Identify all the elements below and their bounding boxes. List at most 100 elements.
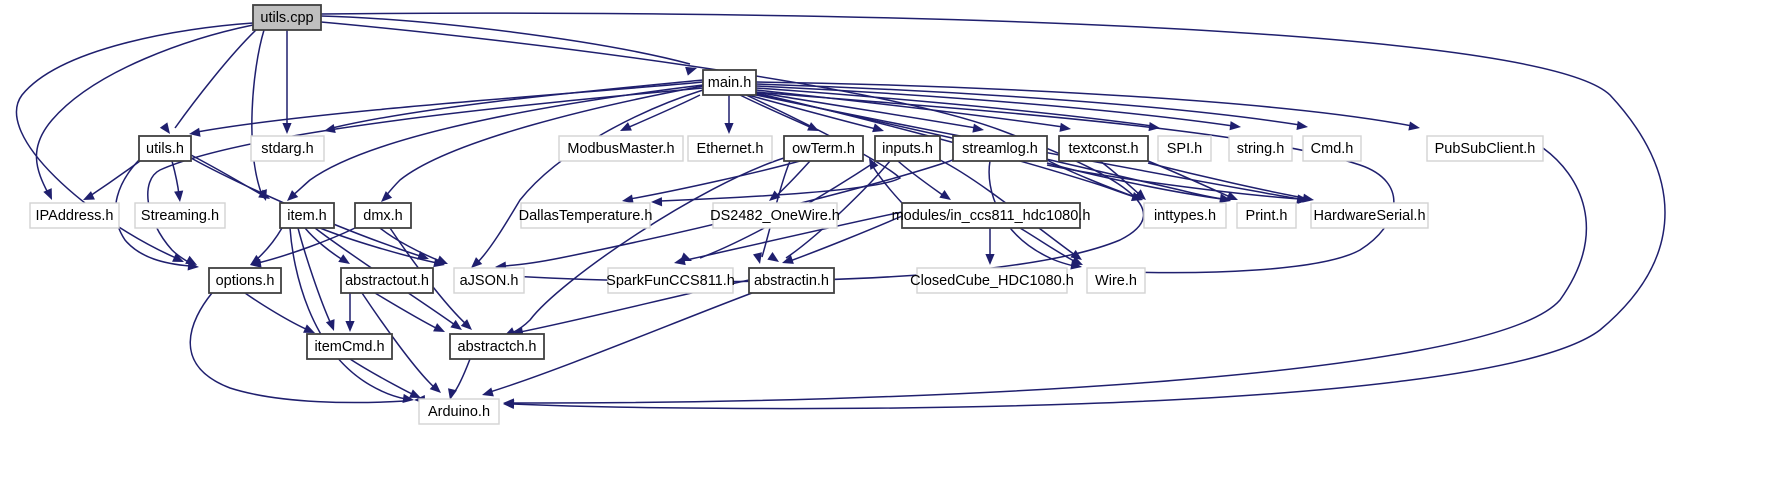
- arrow-head-icon: [471, 257, 483, 268]
- node-box[interactable]: [1426, 135, 1544, 162]
- node-ds2482_h[interactable]: DS2482_OneWire.h: [710, 202, 840, 229]
- node-stdarg_h[interactable]: stdarg.h: [250, 135, 325, 162]
- node-box[interactable]: [340, 267, 434, 294]
- node-in_ccs811_h[interactable]: modules/in_ccs811_hdc1080.h: [892, 202, 1091, 229]
- node-box[interactable]: [279, 202, 335, 229]
- node-box[interactable]: [712, 202, 838, 229]
- node-box[interactable]: [1236, 202, 1297, 229]
- node-abstractch_h[interactable]: abstractch.h: [449, 333, 545, 360]
- edge-line: [320, 12, 1666, 410]
- node-modbusmaster_h[interactable]: ModbusMaster.h: [558, 135, 684, 162]
- node-abstractout_h[interactable]: abstractout.h: [340, 267, 434, 294]
- node-box[interactable]: [1058, 135, 1149, 162]
- node-utils_h[interactable]: utils.h: [138, 135, 192, 162]
- node-inputs_h[interactable]: inputs.h: [874, 135, 941, 162]
- edge-line: [1147, 162, 1306, 199]
- node-box[interactable]: [1310, 202, 1429, 229]
- edge-main_h-to-modbusmaster_h: [620, 94, 701, 131]
- node-box[interactable]: [520, 202, 651, 229]
- node-box[interactable]: [208, 267, 282, 294]
- node-box[interactable]: [687, 135, 773, 162]
- node-closedcube_h[interactable]: ClosedCube_HDC1080.h: [910, 267, 1074, 294]
- arrow-head-icon: [1070, 249, 1082, 260]
- node-ethernet_h[interactable]: Ethernet.h: [687, 135, 773, 162]
- node-box[interactable]: [901, 202, 1081, 229]
- node-box[interactable]: [1143, 202, 1227, 229]
- node-sparkfun_h[interactable]: SparkFunCCS811.h: [606, 267, 735, 294]
- node-wire_h[interactable]: Wire.h: [1086, 267, 1146, 294]
- node-inttypes_h[interactable]: inttypes.h: [1143, 202, 1227, 229]
- arrow-head-icon: [1070, 260, 1082, 270]
- edge-dmx_h-to-options_h: [250, 227, 356, 268]
- node-streaming_h[interactable]: Streaming.h: [134, 202, 226, 229]
- arrow-head-icon: [651, 197, 663, 207]
- edge-main_h-to-spi_h: [755, 87, 1160, 132]
- arrow-head-icon: [402, 393, 414, 404]
- node-spi_h[interactable]: SPI.h: [1157, 135, 1212, 162]
- node-dmx_h[interactable]: dmx.h: [354, 202, 412, 229]
- node-main_h[interactable]: main.h: [702, 69, 757, 96]
- node-owterm_h[interactable]: owTerm.h: [783, 135, 864, 162]
- node-box[interactable]: [916, 267, 1068, 294]
- node-print_h[interactable]: Print.h: [1236, 202, 1297, 229]
- edge-line: [257, 227, 356, 264]
- node-item_h[interactable]: item.h: [279, 202, 335, 229]
- node-box[interactable]: [134, 202, 226, 229]
- edge-utils_cpp-to-options_h: [15, 22, 254, 262]
- edge-line: [785, 160, 891, 259]
- node-box[interactable]: [1302, 135, 1362, 162]
- edge-pubsubclient_h-to-arduino_h: [503, 147, 1588, 408]
- node-box[interactable]: [702, 69, 757, 96]
- node-abstractin_h[interactable]: abstractin.h: [748, 267, 835, 294]
- arrow-head-icon: [338, 254, 350, 264]
- node-dallastemp_h[interactable]: DallasTemperature.h: [519, 202, 653, 229]
- node-hardwareserial_h[interactable]: HardwareSerial.h: [1310, 202, 1429, 229]
- node-box[interactable]: [748, 267, 835, 294]
- node-streamlog_h[interactable]: streamlog.h: [952, 135, 1048, 162]
- node-box[interactable]: [453, 267, 525, 294]
- node-textconst_h[interactable]: textconst.h: [1058, 135, 1149, 162]
- edge-line: [452, 358, 471, 395]
- edge-line: [511, 147, 1588, 404]
- node-box[interactable]: [874, 135, 941, 162]
- node-box[interactable]: [607, 267, 734, 294]
- edge-line: [35, 24, 254, 194]
- arrow-head-icon: [1226, 191, 1238, 200]
- edge-line: [297, 227, 332, 325]
- edge-line: [476, 89, 704, 264]
- node-box[interactable]: [1228, 135, 1293, 162]
- edge-line: [739, 94, 813, 129]
- node-ajson_h[interactable]: aJSON.h: [453, 267, 525, 294]
- edge-line: [379, 227, 441, 262]
- node-box[interactable]: [1086, 267, 1146, 294]
- node-string_h[interactable]: string.h: [1228, 135, 1293, 162]
- node-box[interactable]: [418, 398, 500, 425]
- node-box[interactable]: [783, 135, 864, 162]
- node-box[interactable]: [252, 4, 322, 31]
- node-itemcmd_h[interactable]: itemCmd.h: [306, 333, 393, 360]
- node-box[interactable]: [1157, 135, 1212, 162]
- node-box[interactable]: [449, 333, 545, 360]
- edge-owterm_h-to-dallastemp_h: [622, 160, 801, 204]
- node-pubsubclient_h[interactable]: PubSubClient.h: [1426, 135, 1544, 162]
- node-box[interactable]: [250, 135, 325, 162]
- edge-inputs_h-to-abstractin_h: [767, 160, 891, 262]
- node-box[interactable]: [29, 202, 120, 229]
- node-cmd_h[interactable]: Cmd.h: [1302, 135, 1362, 162]
- node-utils_cpp[interactable]: utils.cpp: [252, 4, 322, 31]
- edge-textconst_h-to-inttypes_h: [1099, 160, 1146, 200]
- edge-line: [511, 157, 785, 334]
- node-box[interactable]: [952, 135, 1048, 162]
- node-options_h[interactable]: options.h: [208, 267, 282, 294]
- node-ipaddress_h[interactable]: IPAddress.h: [29, 202, 120, 229]
- arrow-head-icon: [189, 127, 201, 137]
- arrow-head-icon: [972, 123, 984, 133]
- node-arduino_h[interactable]: Arduino.h: [418, 398, 500, 425]
- node-box[interactable]: [558, 135, 684, 162]
- node-box[interactable]: [306, 333, 393, 360]
- edge-in_ccs811_h-to-inputs_h: [869, 158, 903, 204]
- edge-line: [755, 94, 1301, 200]
- edge-item_h-to-itemcmd_h: [297, 227, 335, 331]
- node-box[interactable]: [354, 202, 412, 229]
- node-box[interactable]: [138, 135, 192, 162]
